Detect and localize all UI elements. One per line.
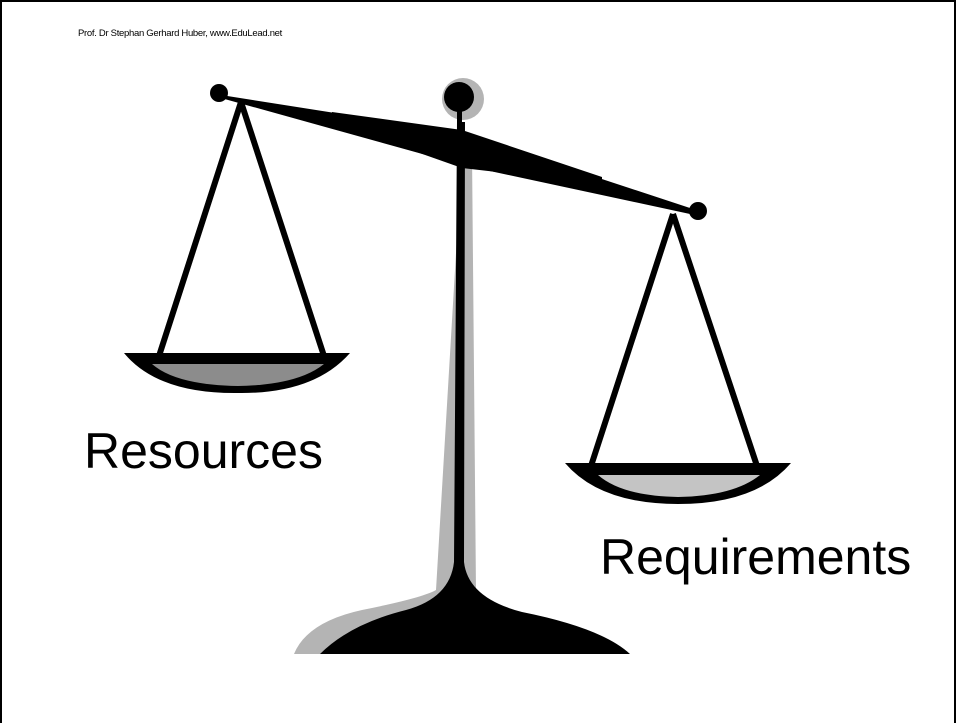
- resources-label: Resources: [84, 423, 323, 479]
- left-pan-hanger: [156, 101, 327, 357]
- knob-neck: [457, 107, 462, 127]
- requirements-label: Requirements: [600, 529, 912, 585]
- left-pan: [124, 353, 350, 394]
- beam-end-left: [210, 84, 228, 102]
- author-credit: Prof. Dr Stephan Gerhard Huber, www.EduL…: [78, 28, 282, 39]
- top-knob: [444, 82, 474, 112]
- right-pan: [565, 463, 791, 504]
- right-pan-hanger: [588, 213, 760, 467]
- stand-shadow: [294, 152, 602, 654]
- beam-end-right: [689, 202, 707, 220]
- beam-center: [332, 112, 602, 184]
